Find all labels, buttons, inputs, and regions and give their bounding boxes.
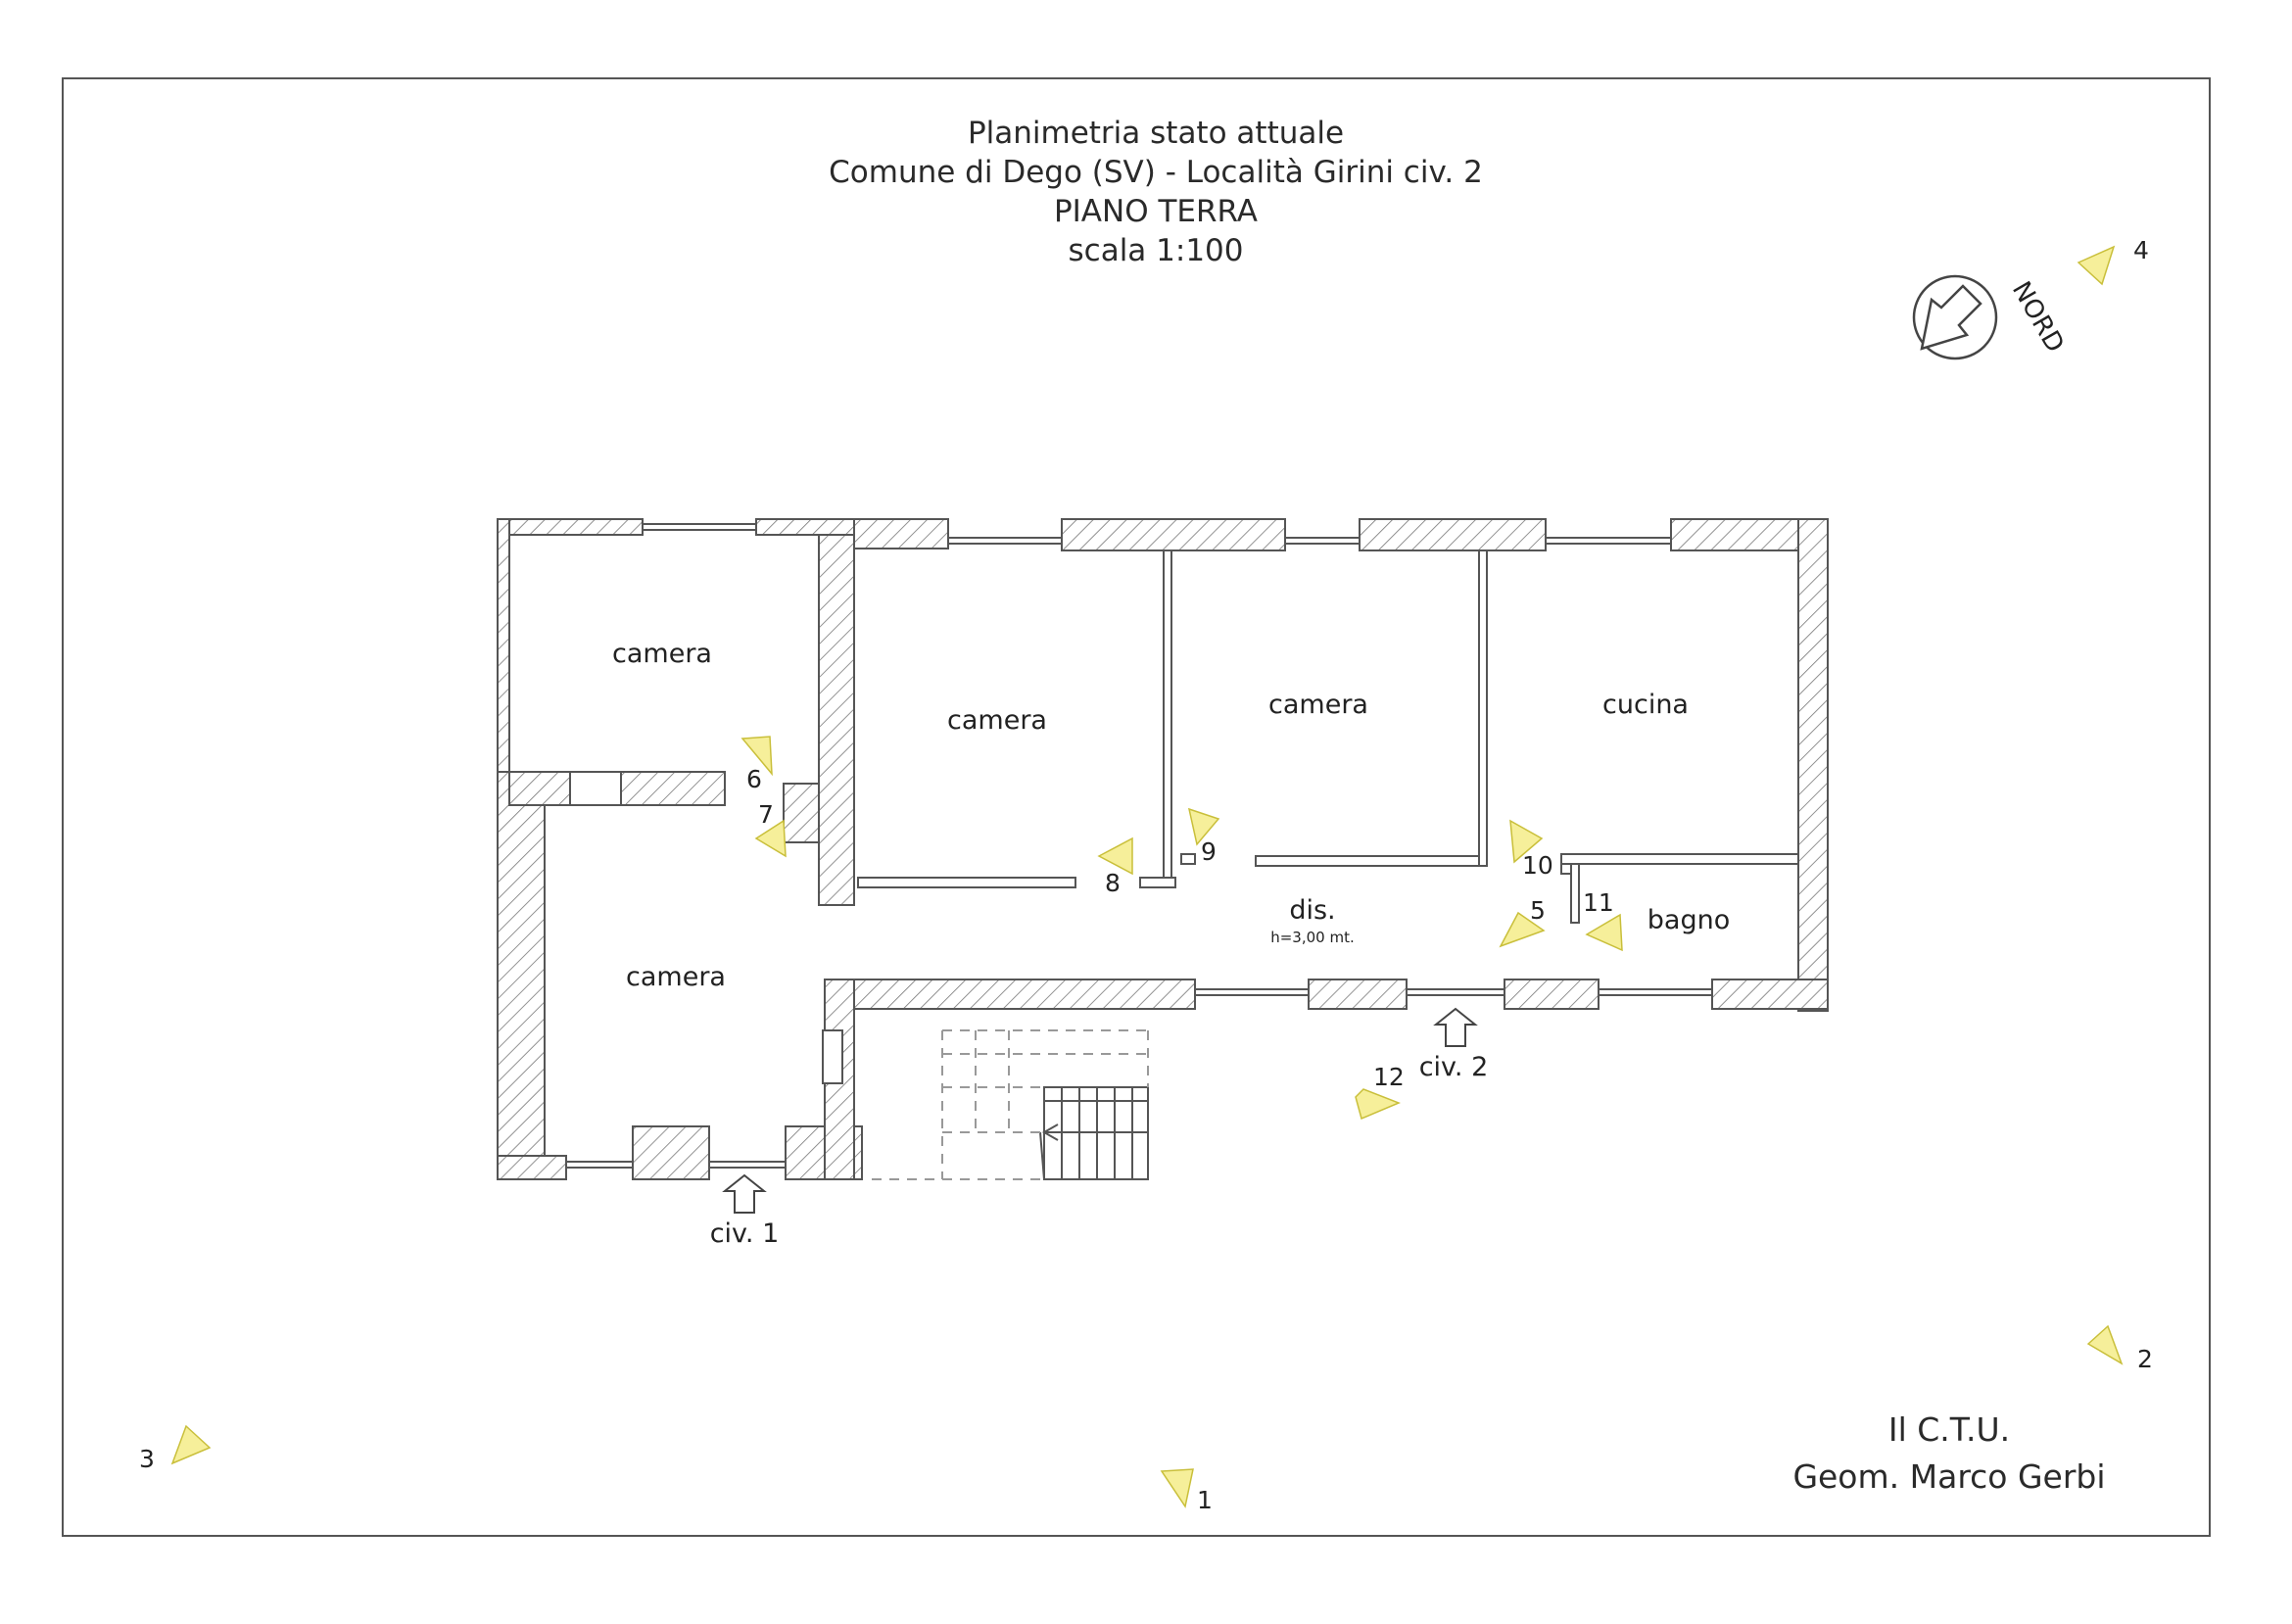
- signature-line-1: Il C.T.U.: [1887, 1410, 2011, 1449]
- entrance-label-civ2: civ. 2: [1419, 1052, 1489, 1082]
- photo-label-9: 9: [1201, 837, 1217, 866]
- photo-marker-4: [2077, 245, 2116, 286]
- photo-point-labels: 1 2 3 4 5 6 7 8 9 10 11 12: [139, 236, 2153, 1514]
- windows: [566, 523, 1712, 1169]
- compass-arrow-icon: [1920, 284, 1982, 351]
- room-camera-nw: camera: [612, 639, 712, 669]
- photo-label-2: 2: [2137, 1345, 2153, 1373]
- photo-label-6: 6: [746, 765, 762, 793]
- room-camera-sw: camera: [626, 962, 726, 992]
- entrance-arrow-civ1: [722, 1173, 767, 1214]
- title-line-2: Comune di Dego (SV) - Località Girini ci…: [829, 155, 1483, 190]
- photo-marker-10: [1509, 819, 1544, 864]
- photo-marker-5: [1499, 911, 1546, 948]
- north-compass: NORD: [1912, 274, 2070, 360]
- title-block: Planimetria stato attuale Comune di Dego…: [764, 114, 1548, 270]
- room-dis: dis.: [1289, 895, 1335, 926]
- room-dis-height: h=3,00 mt.: [1270, 929, 1355, 946]
- title-line-1: Planimetria stato attuale: [967, 116, 1345, 151]
- details: [569, 771, 843, 1084]
- entrance-label-civ1: civ. 1: [710, 1218, 780, 1249]
- title-line-4: scala 1:100: [1068, 233, 1244, 268]
- photo-markers: [170, 245, 2124, 1508]
- photo-label-3: 3: [139, 1445, 155, 1473]
- photo-label-7: 7: [758, 800, 774, 829]
- signature-block: Il C.T.U. Geom. Marco Gerbi: [1783, 1407, 2116, 1501]
- room-camera-3: camera: [1268, 690, 1368, 720]
- photo-label-5: 5: [1530, 896, 1546, 925]
- photo-marker-8: [1097, 836, 1133, 876]
- room-labels: camera camera camera camera cucina bagno…: [612, 639, 1730, 992]
- photo-label-1: 1: [1197, 1486, 1213, 1514]
- photo-label-11: 11: [1583, 888, 1614, 917]
- room-camera-2: camera: [947, 705, 1047, 736]
- photo-marker-9: [1187, 807, 1220, 846]
- photo-label-4: 4: [2133, 236, 2149, 264]
- photo-marker-6: [740, 736, 773, 777]
- sheet-frame: [62, 77, 2211, 1537]
- compass-label: NORD: [2006, 277, 2070, 358]
- photo-label-8: 8: [1105, 869, 1121, 897]
- staircase: [872, 1029, 1149, 1180]
- partitions: [857, 549, 1799, 924]
- walls: [497, 518, 1829, 1180]
- photo-marker-2: [2086, 1324, 2124, 1365]
- title-line-3: PIANO TERRA: [1053, 194, 1259, 229]
- photo-label-12: 12: [1373, 1063, 1405, 1091]
- signature-line-2: Geom. Marco Gerbi: [1792, 1457, 2106, 1496]
- entrance-arrow-civ2: [1433, 1007, 1478, 1047]
- photo-marker-1: [1160, 1468, 1194, 1508]
- photo-marker-7: [754, 819, 787, 858]
- photo-marker-3: [170, 1424, 212, 1465]
- photo-label-10: 10: [1522, 851, 1553, 880]
- photo-marker-11: [1585, 913, 1623, 952]
- room-cucina: cucina: [1602, 690, 1689, 720]
- photo-marker-12: [1355, 1088, 1401, 1121]
- room-bagno: bagno: [1647, 905, 1730, 935]
